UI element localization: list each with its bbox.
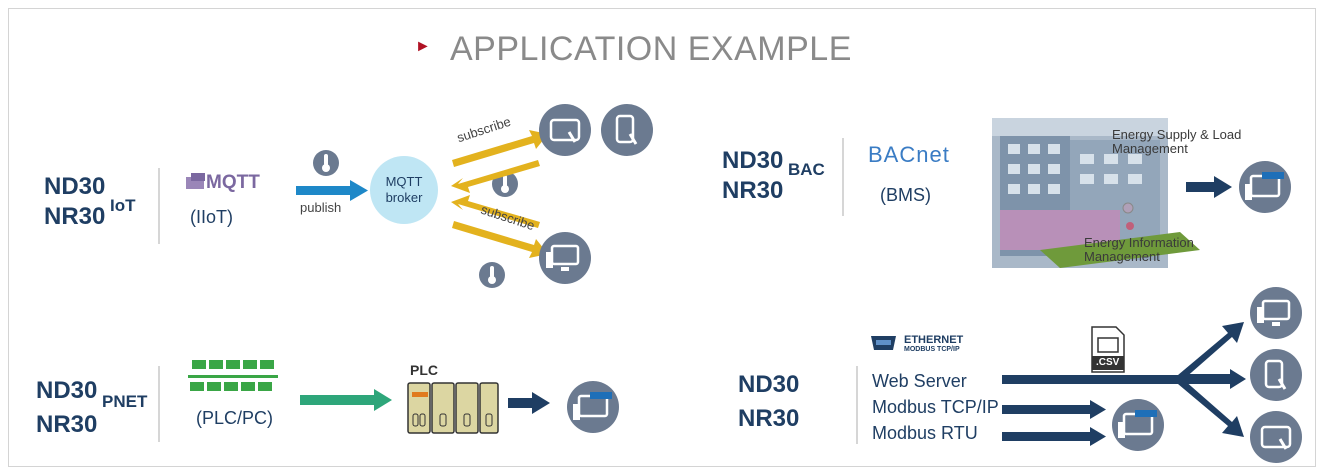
eth-item-web-server: Web Server xyxy=(872,371,967,391)
pnet-suffix: PNET xyxy=(102,392,148,411)
tablet-icon-top xyxy=(539,104,591,156)
eth-divider xyxy=(856,366,858,444)
page-title: APPLICATION EXAMPLE xyxy=(450,30,852,68)
publish-label: publish xyxy=(300,200,342,215)
diagram-frame xyxy=(8,8,1316,467)
iot-model-2: NR30 xyxy=(44,203,106,230)
broker-line-1: MQTT xyxy=(385,174,423,189)
pnet-protocol: (PLC/PC) xyxy=(196,408,274,428)
iot-suffix: IoT xyxy=(110,196,136,215)
computer-icon-iot xyxy=(539,232,591,284)
pnet-model-2: NR30 xyxy=(36,411,98,438)
plc-label: PLC xyxy=(410,362,438,378)
pnet-arrow-2 xyxy=(508,392,550,414)
iot-protocol: (IIoT) xyxy=(190,207,233,227)
eth-item-modbus-tcp: Modbus TCP/IP xyxy=(872,397,999,417)
bac-arrow xyxy=(1186,176,1232,198)
building-illustration xyxy=(992,118,1200,268)
scada-icon-bac xyxy=(1239,161,1291,213)
scada-icon-pnet xyxy=(567,381,619,433)
csv-label: .CSV xyxy=(1096,357,1120,368)
publish-arrow xyxy=(296,180,368,201)
csv-file-icon xyxy=(1091,326,1125,373)
title-marker-icon: ► xyxy=(415,38,431,55)
pnet-divider xyxy=(158,366,160,442)
iot-model-1: ND30 xyxy=(44,173,106,200)
iot-divider xyxy=(158,168,160,244)
mqtt-broker: MQTT broker xyxy=(370,156,438,224)
computer-icon-eth xyxy=(1250,287,1302,339)
eth-model-2: NR30 xyxy=(738,405,800,432)
energy-info-label: Energy Information Management xyxy=(1084,235,1194,264)
bacnet-logo-text: BACnet xyxy=(868,142,950,167)
network-logo-icon xyxy=(188,360,278,391)
eth-item-modbus-rtu: Modbus RTU xyxy=(872,423,978,443)
bac-protocol: (BMS) xyxy=(880,185,931,205)
bac-suffix: BAC xyxy=(788,160,825,179)
plc-icon xyxy=(407,382,499,434)
subscribe-arrow-bottom xyxy=(451,195,548,258)
bac-divider xyxy=(842,138,844,216)
phone-icon-eth xyxy=(1250,349,1302,401)
bac-model-1: ND30 xyxy=(722,147,784,174)
tablet-icon-eth xyxy=(1250,411,1302,463)
scada-icon-eth xyxy=(1112,399,1164,451)
broker-line-2: broker xyxy=(385,190,423,205)
mqtt-logo-text: MQTT xyxy=(206,172,260,193)
thermometer-icon-bottom xyxy=(479,262,505,288)
energy-supply-label: Energy Supply & Load Management xyxy=(1112,127,1242,156)
ethernet-logo-line-2: MODBUS TCP/IP xyxy=(904,346,960,353)
eth-model-1: ND30 xyxy=(738,371,800,398)
pnet-arrow xyxy=(300,389,392,411)
bac-model-2: NR30 xyxy=(722,177,784,204)
phone-icon-top xyxy=(601,104,653,156)
subscribe-arrow-top xyxy=(451,130,548,193)
ethernet-logo-icon xyxy=(871,336,896,350)
ethernet-logo-line-1: ETHERNET xyxy=(904,334,964,346)
pnet-model-1: ND30 xyxy=(36,377,98,404)
ethernet-fanout-arrows xyxy=(1002,322,1246,446)
thermometer-icon-top xyxy=(313,150,339,176)
mqtt-logo-icon xyxy=(186,173,205,189)
